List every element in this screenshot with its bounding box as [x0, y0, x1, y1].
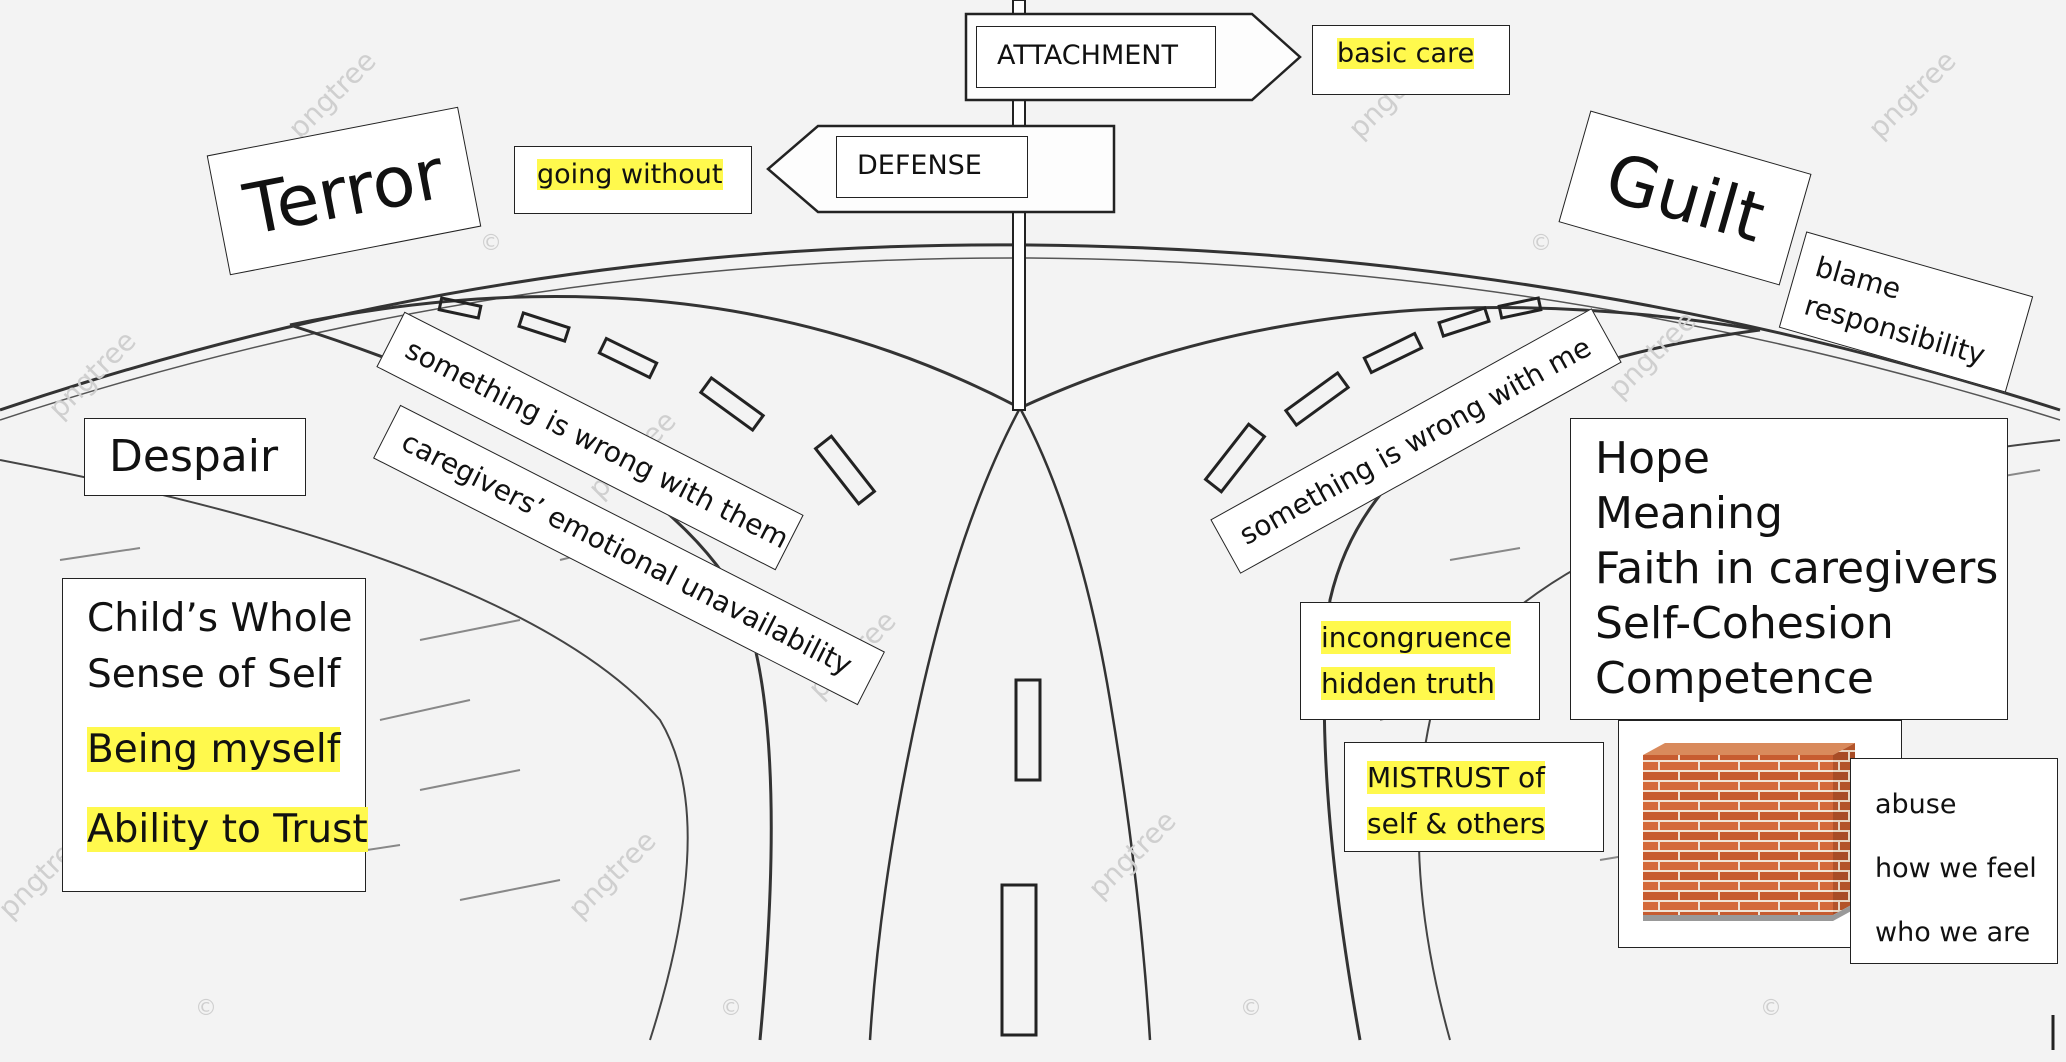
hope-item: Hope: [1595, 433, 1711, 484]
mistrust-label: MISTRUST of: [1367, 761, 1546, 794]
whole-self-line-2: Sense of Self: [87, 652, 341, 697]
svg-text:©: ©: [195, 996, 217, 1021]
svg-text:©: ©: [1760, 996, 1782, 1021]
hidden-truth-label: hidden truth: [1321, 667, 1495, 700]
guilt-label: Guilt: [1596, 138, 1773, 259]
defense-label: DEFENSE: [857, 150, 982, 181]
mistrust-box: MISTRUST of self & others: [1344, 742, 1604, 852]
whole-self-box: Child’s Whole Sense of Self Being myself…: [62, 578, 368, 892]
svg-text:©: ©: [1530, 231, 1552, 256]
being-myself-label: Being myself: [87, 727, 341, 772]
going-without-box: going without: [514, 146, 752, 214]
brick-wall-icon: [1643, 743, 1855, 921]
terror-label: Terror: [238, 132, 451, 252]
self-others-label: self & others: [1367, 807, 1546, 840]
incongruence-label: incongruence: [1321, 621, 1512, 654]
defense-sign: DEFENSE: [836, 136, 1028, 198]
faith-item: Faith in caregivers: [1595, 543, 1999, 594]
basic-care-label: basic care: [1337, 38, 1475, 69]
basic-care-box: basic care: [1312, 25, 1510, 95]
whole-self-line-1: Child’s Whole: [87, 596, 353, 641]
despair-box: Despair: [84, 418, 306, 496]
how-we-feel-label: how we feel: [1875, 853, 2037, 884]
meaning-item: Meaning: [1595, 488, 1783, 539]
despair-label: Despair: [109, 431, 279, 482]
competence-item: Competence: [1595, 653, 1874, 704]
attachment-label: ATTACHMENT: [997, 40, 1178, 71]
incongruence-box: incongruence hidden truth: [1300, 602, 1540, 720]
svg-text:©: ©: [720, 996, 742, 1021]
attachment-sign: ATTACHMENT: [976, 26, 1216, 88]
wall-labels-box: abuse how we feel who we are: [1850, 758, 2058, 964]
going-without-label: going without: [537, 159, 723, 190]
svg-text:©: ©: [480, 231, 502, 256]
svg-text:©: ©: [1240, 996, 1262, 1021]
ability-to-trust-label: Ability to Trust: [87, 807, 368, 852]
self-cohesion-item: Self-Cohesion: [1595, 598, 1894, 649]
abuse-label: abuse: [1875, 789, 1957, 820]
hope-list-box: Hope Meaning Faith in caregivers Self-Co…: [1570, 418, 2008, 720]
who-we-are-label: who we are: [1875, 917, 2031, 948]
